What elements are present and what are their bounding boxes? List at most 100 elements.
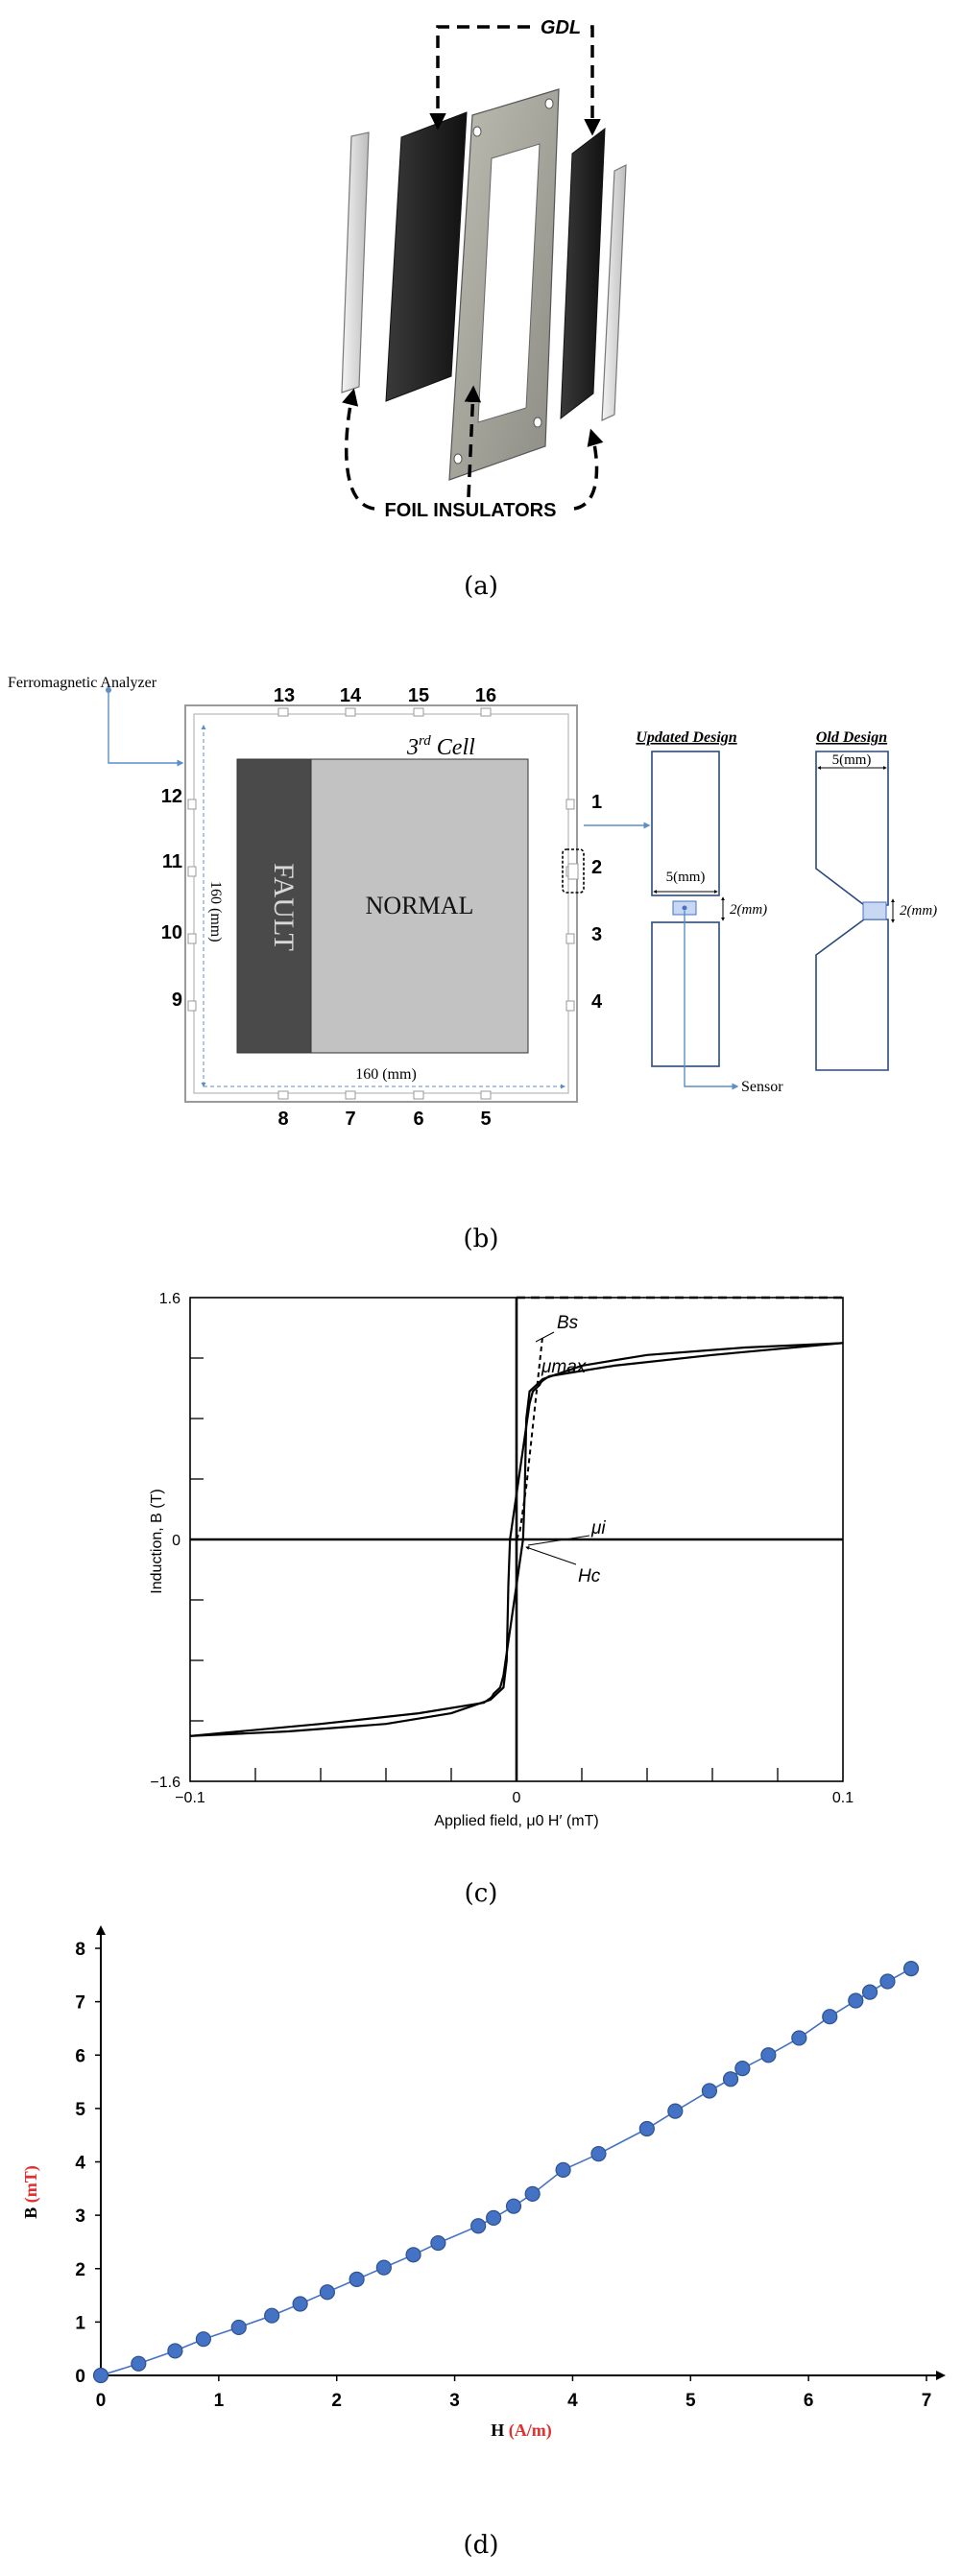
sensor-slot bbox=[187, 866, 197, 877]
sensor-slot bbox=[480, 707, 492, 717]
c-y-tick-label: −1.6 bbox=[150, 1775, 180, 1791]
sensor-numbers-bottom: 8 7 6 5 bbox=[277, 1109, 491, 1130]
updated-width-label: 5(mm) bbox=[666, 870, 706, 885]
old-design-upper-part bbox=[815, 751, 889, 906]
sensor-number-9: 9 bbox=[172, 990, 182, 1011]
sensor-number-11: 11 bbox=[162, 851, 182, 872]
sensor-number-4: 4 bbox=[591, 991, 603, 1013]
bh-point bbox=[195, 2331, 211, 2348]
sensor-number-7: 7 bbox=[345, 1109, 355, 1130]
bh-point bbox=[264, 2307, 280, 2324]
sensor-number-6: 6 bbox=[413, 1109, 423, 1130]
bh-point bbox=[848, 1992, 864, 2009]
sensor-label: Sensor bbox=[741, 1079, 783, 1095]
d-y-tick-label: 7 bbox=[75, 1993, 85, 2014]
cell-normal-region bbox=[310, 758, 529, 1054]
foil-insulator-right bbox=[601, 164, 627, 421]
c-y-tick-label: 0 bbox=[172, 1533, 180, 1549]
bh-point bbox=[319, 2284, 335, 2301]
bh-point bbox=[92, 2367, 109, 2384]
foil-insulator-left bbox=[341, 131, 370, 394]
sensor-pointer-line bbox=[684, 911, 739, 1090]
gdl-label: GDL bbox=[541, 17, 581, 38]
sensor-slot bbox=[187, 933, 197, 944]
bh-point bbox=[430, 2234, 446, 2252]
bh-point bbox=[722, 2071, 739, 2087]
cell-label: 3rd Cell bbox=[406, 733, 475, 760]
sensor-slot bbox=[345, 1090, 356, 1100]
gasket-frame bbox=[448, 88, 560, 481]
panel-b: Ferromagnetic Analyzer 160 (mm) 160 (mm)… bbox=[8, 675, 937, 1253]
bh-point bbox=[734, 2061, 751, 2077]
caption-d: (d) bbox=[464, 2531, 499, 2560]
sensor-slot bbox=[413, 1090, 424, 1100]
d-x-tick-label: 4 bbox=[567, 2391, 578, 2411]
old-sensor bbox=[862, 901, 887, 920]
sensor-slot bbox=[277, 1090, 289, 1100]
annotation-mu-max: μmax bbox=[541, 1357, 588, 1377]
c-y-tick-label: 1.6 bbox=[159, 1291, 180, 1307]
fault-label: FAULT bbox=[268, 863, 300, 951]
hysteresis-ticks bbox=[190, 1357, 779, 1781]
sensor-slot bbox=[187, 799, 197, 810]
dim-vertical-label: 160 (mm) bbox=[207, 881, 224, 942]
bh-point bbox=[505, 2198, 522, 2214]
bh-point bbox=[590, 2146, 607, 2162]
bh-point bbox=[555, 2161, 571, 2178]
c-xlabel: Applied field, μ0 H′ (mT) bbox=[434, 1813, 598, 1829]
d-y-tick-label: 8 bbox=[75, 1940, 85, 1960]
sensor-number-5: 5 bbox=[480, 1109, 491, 1130]
annotation-mu-i: μi bbox=[590, 1518, 606, 1538]
caption-b: (b) bbox=[464, 1225, 499, 1253]
c-ylabel: Induction, B (T) bbox=[149, 1489, 165, 1593]
bh-point bbox=[701, 2083, 718, 2099]
old-width-label: 5(mm) bbox=[832, 752, 872, 768]
ferromagnetic-analyzer-label: Ferromagnetic Analyzer bbox=[8, 675, 157, 691]
bh-point bbox=[760, 2047, 777, 2063]
d-y-tick-label: 3 bbox=[75, 2206, 85, 2227]
d-y-tick-label: 6 bbox=[75, 2046, 85, 2066]
sensor-slot bbox=[277, 707, 289, 717]
d-y-tick-label: 4 bbox=[75, 2154, 85, 2174]
sensor-number-16: 16 bbox=[475, 685, 496, 706]
bh-point bbox=[861, 1984, 878, 2000]
bh-point bbox=[405, 2247, 421, 2263]
sensor-number-8: 8 bbox=[277, 1109, 288, 1130]
bh-point bbox=[902, 1961, 920, 1977]
annotation-hc: Hc bbox=[578, 1566, 601, 1586]
analyzer-pointer-line bbox=[108, 690, 184, 767]
sensor-slot bbox=[187, 1000, 197, 1012]
bh-point bbox=[524, 2185, 541, 2202]
d-x-tick-label: 1 bbox=[214, 2391, 225, 2411]
gdl-left bbox=[385, 111, 468, 402]
sensor-number-13: 13 bbox=[274, 685, 295, 706]
sensor-number-14: 14 bbox=[340, 685, 362, 706]
bh-axes bbox=[95, 1925, 946, 2381]
foil-insulators-label: FOIL INSULATORS bbox=[385, 500, 557, 521]
bh-point bbox=[349, 2271, 365, 2287]
cell-fault-region bbox=[236, 758, 312, 1054]
d-y-tick-label: 2 bbox=[75, 2260, 85, 2280]
bh-series-points bbox=[92, 1961, 920, 2384]
hysteresis-branch-2 bbox=[189, 1342, 844, 1737]
panel-a: GDL FOIL INSULATORS (a) bbox=[341, 17, 627, 601]
d-x-tick-label: 3 bbox=[449, 2391, 460, 2411]
old-design-title: Old Design bbox=[816, 729, 887, 746]
foil-arrow-right bbox=[573, 428, 604, 511]
gdl-arrow-right bbox=[584, 25, 601, 136]
sensor-2-highlight bbox=[562, 848, 585, 894]
bh-series-line bbox=[100, 1968, 912, 2376]
analyzer-frame-inner bbox=[193, 713, 569, 1094]
gdl-right bbox=[560, 127, 606, 420]
sensor-number-1: 1 bbox=[591, 792, 602, 813]
d-x-tick-label: 6 bbox=[804, 2391, 814, 2411]
updated-gap-label: 2(mm) bbox=[730, 902, 767, 918]
old-design-lower-part bbox=[815, 918, 889, 1071]
sensor-slot bbox=[345, 707, 356, 717]
bh-point bbox=[375, 2259, 392, 2276]
